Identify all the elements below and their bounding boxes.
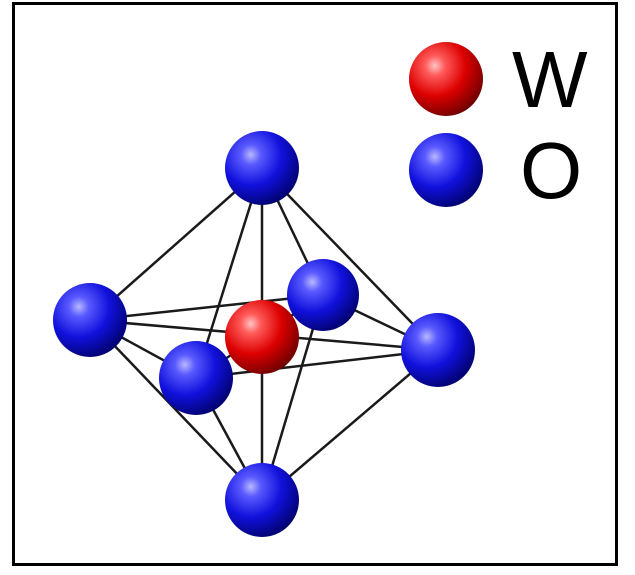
oxygen-atom-right [401, 313, 475, 387]
legend-item-w: W [409, 35, 588, 124]
edge-bottom-left [88, 318, 264, 502]
edge-top-right [260, 166, 440, 352]
tungsten-atom-center [225, 300, 299, 374]
atoms [53, 131, 475, 537]
legend-label-w: W [512, 35, 588, 124]
legend-label-o: O [520, 126, 582, 215]
legend-item-o: O [409, 126, 582, 215]
oxygen-atom-back [287, 259, 359, 331]
oxygen-atom-top [225, 131, 299, 205]
oxygen-atom-front [159, 341, 233, 415]
legend: W O [409, 35, 588, 215]
edge-front-right [194, 348, 440, 380]
legend-swatch-w [409, 42, 483, 116]
edge-top-left [88, 166, 264, 322]
oxygen-atom-bottom [225, 463, 299, 537]
oxygen-atom-left [53, 283, 127, 357]
edge-bottom-right [260, 348, 440, 502]
legend-swatch-o [409, 133, 483, 207]
edge-back-left [88, 293, 325, 322]
